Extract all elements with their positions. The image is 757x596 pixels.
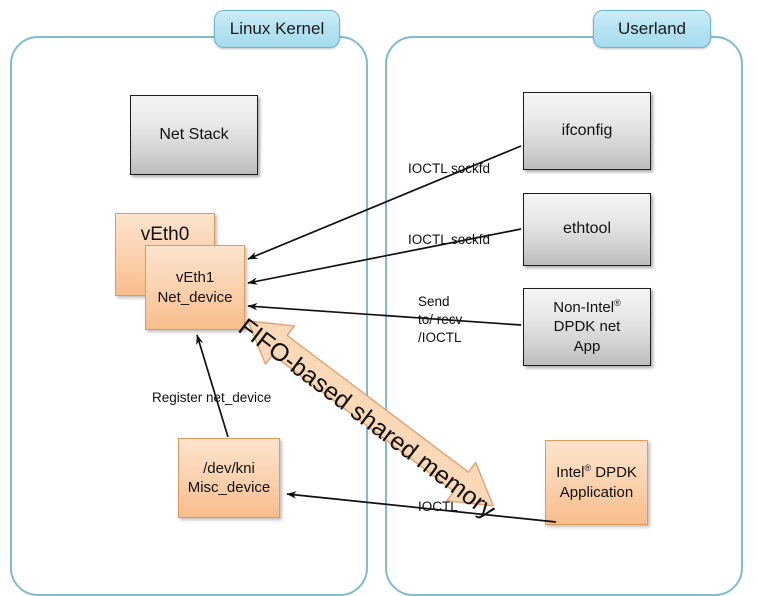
node-net-stack: Net Stack bbox=[130, 95, 258, 175]
node-non-intel-dpdk-app-line1: Non-Intel® bbox=[553, 298, 621, 317]
node-ifconfig-label: ifconfig bbox=[561, 121, 613, 139]
node-net-stack-label: Net Stack bbox=[159, 125, 229, 143]
panel-title-userland-label: Userland bbox=[617, 19, 687, 38]
edge-label-ioctl-sockfd-ifconfig: IOCTL sockfd bbox=[408, 161, 491, 176]
node-non-intel-dpdk-app-line1-text: Non-Intel bbox=[553, 299, 615, 317]
edge-label-ioctl-sockfd-ethtool: IOCTL sockfd bbox=[408, 232, 491, 247]
node-intel-dpdk-application: Intel® DPDK Application bbox=[545, 440, 648, 525]
panel-title-userland: Userland bbox=[593, 10, 711, 48]
panel-title-linux-kernel-label: Linux Kernel bbox=[229, 19, 325, 38]
node-intel-dpdk-application-line2: Application bbox=[559, 483, 634, 501]
registered-trademark-icon: ® bbox=[614, 298, 621, 309]
node-ifconfig: ifconfig bbox=[523, 92, 651, 170]
registered-trademark-icon: ® bbox=[584, 463, 592, 473]
node-veth1-line1: vEth1 bbox=[175, 269, 215, 286]
node-intel-dpdk-application-line1b: DPDK bbox=[591, 464, 637, 481]
node-dev-kni-line1: /dev/kni bbox=[203, 459, 255, 477]
node-dev-kni: /dev/kni Misc_device bbox=[178, 438, 280, 518]
edge-label-ioctl-misc: IOCTL bbox=[418, 499, 458, 514]
node-intel-dpdk-application-line1: Intel® DPDK bbox=[556, 463, 637, 483]
node-veth0-label: vEth0 bbox=[140, 224, 190, 245]
node-non-intel-dpdk-app: Non-Intel® DPDK net App bbox=[523, 288, 651, 366]
node-ethtool-label: ethtool bbox=[562, 220, 612, 238]
node-intel-dpdk-application-line1-text: Intel bbox=[556, 464, 585, 481]
edge-label-send-recv-ioctl: Send to/ recv /IOCTL bbox=[418, 294, 463, 346]
node-dev-kni-line2: Misc_device bbox=[187, 479, 271, 496]
panel-title-linux-kernel: Linux Kernel bbox=[214, 10, 340, 48]
node-veth1-line2: Net_device bbox=[157, 288, 233, 306]
node-veth1: vEth1 Net_device bbox=[145, 245, 245, 330]
edge-label-register-net-device: Register net_device bbox=[152, 390, 272, 405]
node-non-intel-dpdk-app-line3: App bbox=[573, 337, 601, 355]
diagram-canvas: Linux Kernel Userland FIFO-based shared … bbox=[10, 10, 743, 596]
node-non-intel-dpdk-app-line2: DPDK net bbox=[553, 318, 621, 336]
node-ethtool: ethtool bbox=[523, 193, 651, 266]
